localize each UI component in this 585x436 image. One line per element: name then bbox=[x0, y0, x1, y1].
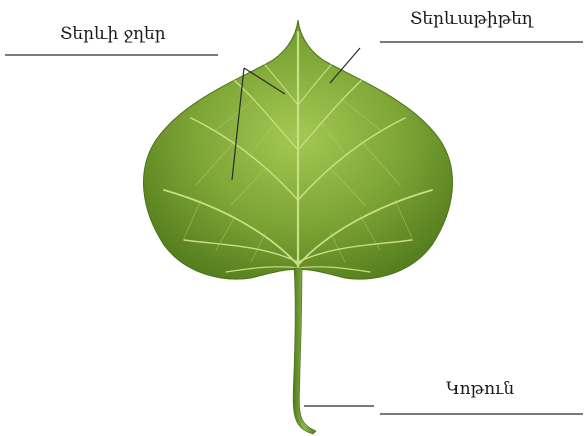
label-petiole: Կոթուն bbox=[446, 379, 514, 399]
label-blade-group: Տերևաթիթեղ bbox=[330, 9, 583, 83]
label-blade: Տերևաթիթեղ bbox=[410, 9, 534, 29]
leaf-petiole bbox=[293, 268, 316, 434]
label-veins: Տերևի ջղեր bbox=[60, 24, 166, 44]
leaf-blade bbox=[144, 20, 453, 279]
label-petiole-group: Կոթուն bbox=[304, 379, 583, 414]
